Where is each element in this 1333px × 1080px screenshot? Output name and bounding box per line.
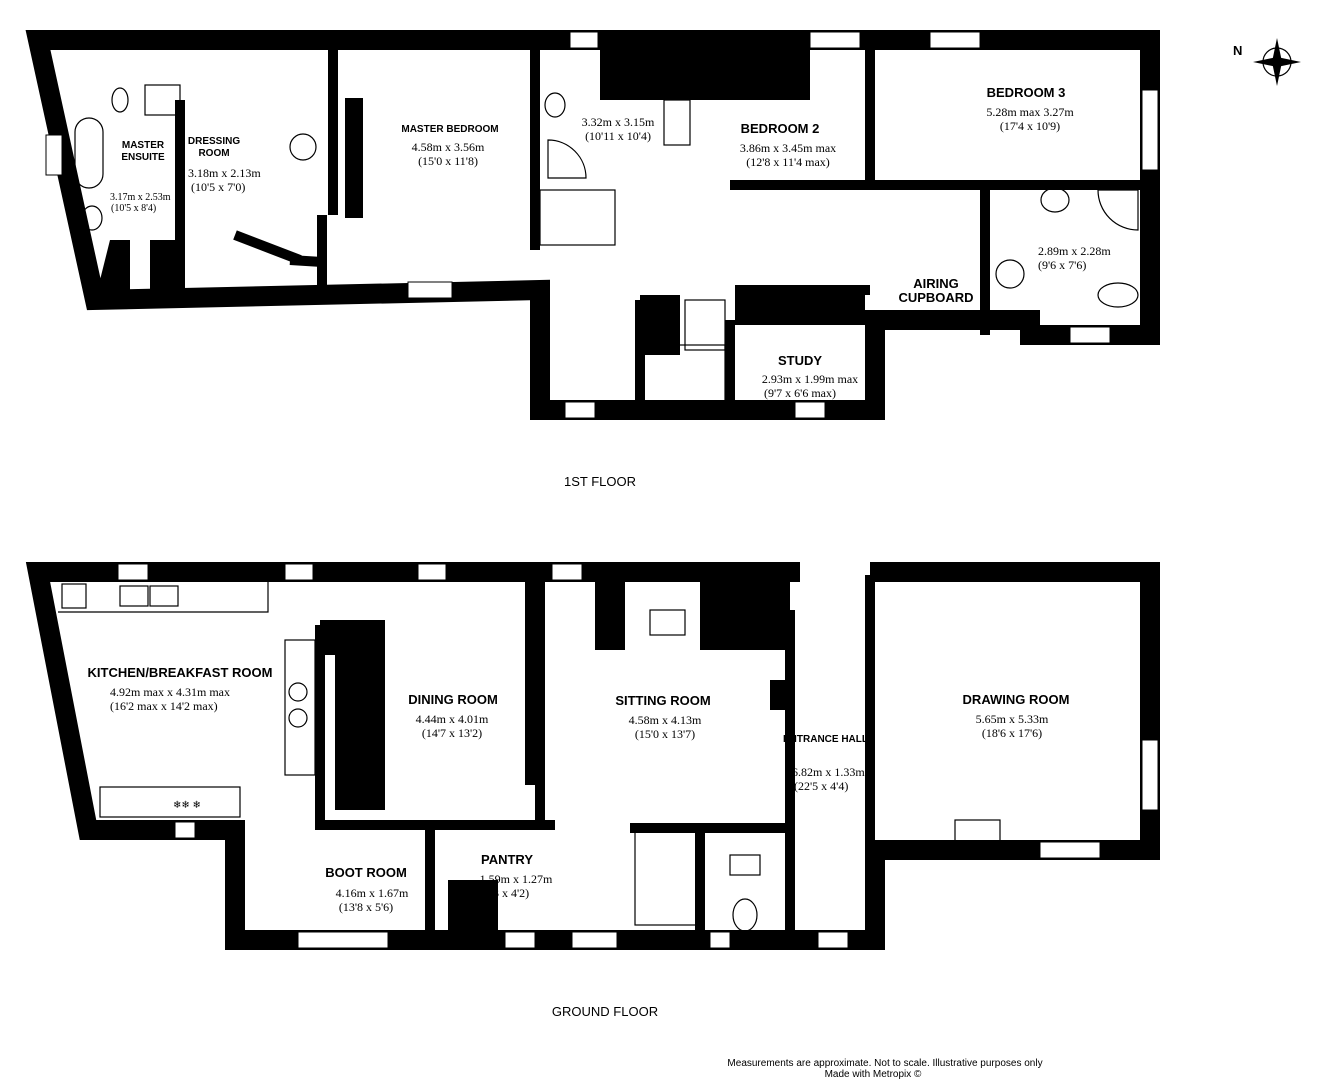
room-name: CUPBOARD	[898, 290, 973, 305]
room-name: KITCHEN/BREAKFAST ROOM	[88, 665, 273, 680]
room-dim-ft: (14'7 x 13'2)	[422, 726, 482, 740]
freezer-icon: ❄❄ ❄	[173, 800, 201, 811]
room-dim-m: 4.92m max x 4.31m max	[110, 685, 230, 699]
room-dim-ft: (5'3 x 4'2)	[481, 886, 529, 900]
room-dim-m: 1.59m x 1.27m	[480, 872, 553, 886]
room-dim-ft: (9'7 x 6'6 max)	[764, 386, 836, 400]
room-name: AIRING	[913, 276, 959, 291]
credit-text: Made with Metropix ©	[825, 1069, 922, 1080]
room-name: DRAWING ROOM	[963, 692, 1070, 707]
room-dim-ft: (17'4 x 10'9)	[1000, 119, 1060, 133]
compass-rose: N	[1233, 38, 1301, 86]
first-floor-labels: MASTER ENSUITE 3.17m x 2.53m (10'5 x 8'4…	[110, 85, 1111, 489]
room-dim-ft: (13'8 x 5'6)	[339, 900, 393, 914]
room-dim-ft: (18'6 x 17'6)	[982, 726, 1042, 740]
room-dim-ft: (9'6 x 7'6)	[1038, 258, 1086, 272]
room-dim-ft: (15'0 x 13'7)	[635, 727, 695, 741]
room-dim-m: 4.58m x 3.56m	[412, 140, 485, 154]
first-floor-walls	[25, 30, 1160, 420]
room-name: SITTING ROOM	[615, 693, 710, 708]
room-dim-m: 3.32m x 3.15m	[582, 115, 655, 129]
room-name: ENTRANCE HALL	[783, 734, 868, 745]
room-name: BEDROOM 3	[987, 85, 1066, 100]
room-dim-m: 4.16m x 1.67m	[336, 886, 409, 900]
room-dim-m: 5.28m max 3.27m	[986, 105, 1074, 119]
ground-floor-walls: ❄❄ ❄	[25, 562, 1160, 950]
room-name: DRESSING	[188, 136, 240, 147]
room-name: PANTRY	[481, 852, 533, 867]
ground-floor-labels: KITCHEN/BREAKFAST ROOM 4.92m max x 4.31m…	[88, 665, 1070, 1019]
room-name: DINING ROOM	[408, 692, 498, 707]
room-dim-m: 2.89m x 2.28m	[1038, 244, 1111, 258]
room-dim-ft: (10'5 x 7'0)	[191, 180, 245, 194]
room-dim-m: 6.82m x 1.33m	[792, 765, 865, 779]
room-dim-m: 4.44m x 4.01m	[416, 712, 489, 726]
disclaimer-text: Measurements are approximate. Not to sca…	[727, 1058, 1042, 1069]
room-dim-ft: (10'11 x 10'4)	[585, 129, 651, 143]
room-dim-m: 3.18m x 2.13m	[188, 166, 261, 180]
floor-label: 1ST FLOOR	[564, 474, 636, 489]
room-dim-m: 5.65m x 5.33m	[976, 712, 1049, 726]
room-dim-ft: (12'8 x 11'4 max)	[746, 155, 830, 169]
room-name: ENSUITE	[121, 152, 165, 163]
room-name: STUDY	[778, 353, 822, 368]
compass-north-label: N	[1233, 43, 1242, 58]
room-name: ROOM	[198, 148, 229, 159]
room-dim-m: 2.93m x 1.99m max	[762, 372, 858, 386]
room-dim-ft: (16'2 max x 14'2 max)	[110, 699, 218, 713]
floor-label: GROUND FLOOR	[552, 1004, 658, 1019]
room-dim-m: 3.17m x 2.53m	[110, 192, 171, 203]
room-dim-ft: (10'5 x 8'4)	[111, 203, 156, 214]
room-name: BEDROOM 2	[741, 121, 820, 136]
room-dim-m: 4.58m x 4.13m	[629, 713, 702, 727]
room-name: MASTER	[122, 140, 165, 151]
room-dim-ft: (15'0 x 11'8)	[418, 154, 478, 168]
room-dim-ft: (22'5 x 4'4)	[794, 779, 848, 793]
room-name: MASTER BEDROOM	[401, 124, 498, 135]
room-dim-m: 3.86m x 3.45m max	[740, 141, 836, 155]
room-name: BOOT ROOM	[325, 865, 407, 880]
